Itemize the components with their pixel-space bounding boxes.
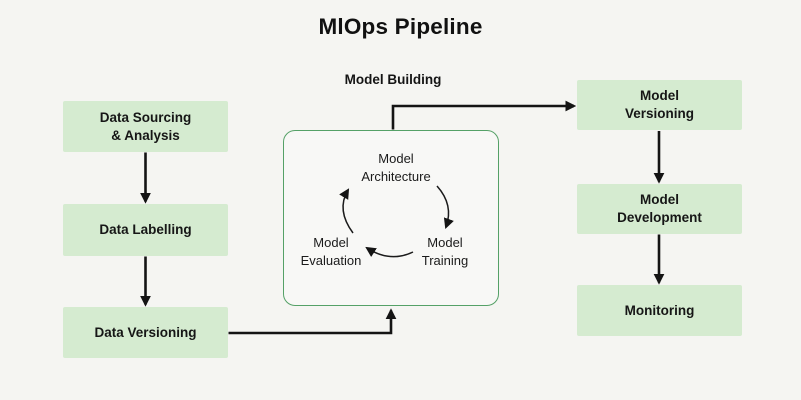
node-model-development: Model Development — [577, 184, 742, 234]
node-monitoring: Monitoring — [577, 285, 742, 336]
node-data-labelling: Data Labelling — [63, 204, 228, 256]
cycle-node-model-evaluation: Model Evaluation — [300, 235, 362, 268]
model-building-container — [283, 130, 499, 306]
arrow-model-building-to-model-versioning — [391, 100, 577, 130]
node-data-sourcing-analysis: Data Sourcing & Analysis — [63, 101, 228, 152]
node-model-versioning: Model Versioning — [577, 80, 742, 130]
arrow-versioning-to-model-building — [228, 308, 397, 335]
cycle-node-model-architecture: Model Architecture — [361, 151, 431, 184]
cycle-node-model-training: Model Training — [421, 235, 469, 268]
model-building-label: Model Building — [344, 72, 442, 87]
page-title: MlOps Pipeline — [318, 14, 483, 39]
node-data-versioning: Data Versioning — [63, 307, 228, 358]
